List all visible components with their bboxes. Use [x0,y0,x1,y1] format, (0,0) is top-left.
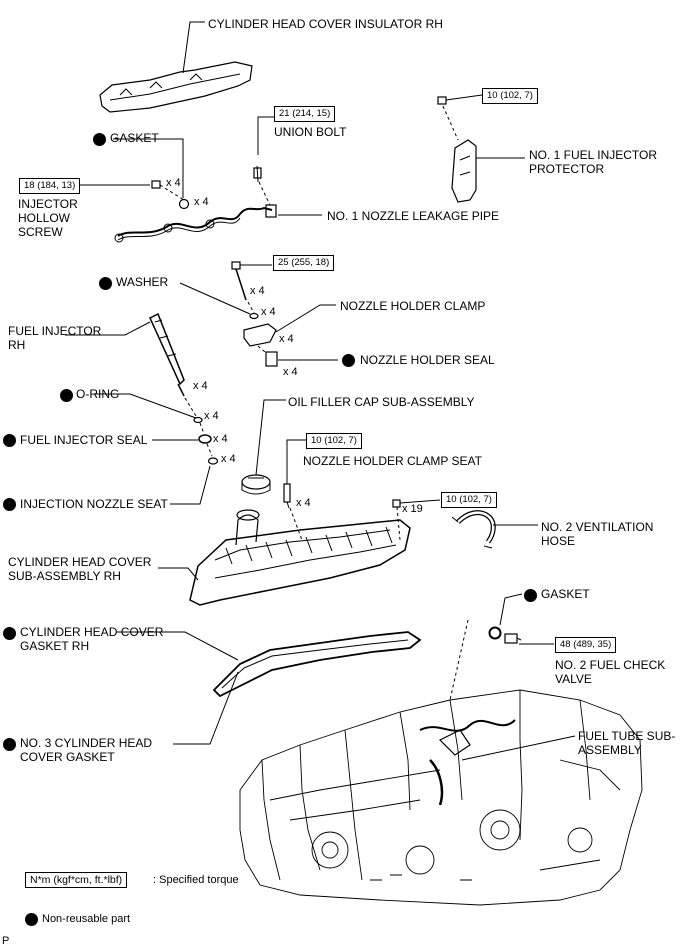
torque-hollow-screw: 18 (184, 13) [19,178,81,194]
nonreusable-dot-injection-nozzle-seat [3,498,16,511]
label-injector-hollow-screw-line3: SCREW [18,225,63,239]
legend-nonreusable-text: Non-reusable part [42,913,131,925]
label-no2-ventilation-hose-line1: NO. 2 VENTILATION [541,520,654,534]
gasket-top-part [178,198,190,210]
cylinder-head-cover-insulator-part [99,61,253,113]
engine-block-part [239,689,643,906]
count-holder-seal: x 4 [283,366,298,378]
torque-clamp-bolt: 25 (255, 18) [273,255,335,271]
count-hollow-screw: x 4 [166,177,181,189]
fuel-injector-seal-part [198,434,212,444]
torque-check-valve: 48 (489, 35) [555,637,617,653]
legend-torque-box: N*m (kgf*cm, ft.*lbf) [25,872,128,888]
nonreusable-dot-washer [99,277,112,290]
legend-torque-desc: : Specified torque [153,874,239,886]
cylinder-head-cover-gasket-part [212,631,422,698]
fuel-injector-protector-bolt-part [437,96,447,105]
label-injection-nozzle-seat: INJECTION NOZZLE SEAT [20,497,168,511]
washer-part [249,312,259,320]
o-ring-part [193,416,203,424]
nonreusable-dot-cylinder-head-cover-gasket [3,627,16,640]
label-no2-fuel-check-valve-line2: VALVE [555,672,592,686]
label-cylinder-head-cover-subassy-line1: CYLINDER HEAD COVER [8,555,152,569]
nonreusable-dot-fuel-injector-seal [3,434,16,447]
label-fuel-injector-rh-line1: FUEL INJECTOR [8,324,102,338]
cylinder-head-cover-part [189,509,411,606]
nonreusable-dot-nozzle-holder-seal [342,354,355,367]
label-o-ring: O-RING [76,387,120,401]
nozzle-holder-clamp-part [243,323,277,347]
nozzle-leakage-pipe-part [114,204,277,243]
label-injector-hollow-screw-line2: HOLLOW [18,211,71,225]
nonreusable-dot-no3-cylinder-head-cover-gasket [3,738,16,751]
injection-nozzle-seat-part [207,457,219,465]
torque-protector-bolt: 10 (102, 7) [482,88,538,104]
label-fuel-injector-rh-line2: RH [8,338,26,352]
label-fuel-tube-subassy-line1: FUEL TUBE SUB- [578,729,676,743]
label-no3-cylinder-head-cover-gasket-line2: COVER GASKET [20,750,115,764]
injector-hollow-screw-part [151,180,161,189]
ventilation-hose-part [451,510,496,549]
label-gasket-right: GASKET [541,587,590,601]
label-oil-filler-cap: OIL FILLER CAP SUB-ASSEMBLY [288,395,475,409]
label-no1-nozzle-leakage-pipe: NO. 1 NOZZLE LEAKAGE PIPE [327,209,500,223]
label-gasket-top: GASKET [110,131,159,145]
label-cylinder-head-cover-gasket-line1: CYLINDER HEAD COVER [20,625,164,639]
footer-code: P [2,935,10,947]
count-o-ring: x 4 [204,410,219,422]
label-no1-fuel-injector-protector-line2: PROTECTOR [529,162,605,176]
count-injector-seal: x 4 [213,433,228,445]
label-union-bolt: UNION BOLT [274,125,347,139]
nonreusable-dot-gasket-right [524,589,537,602]
count-hose-bolt: x 19 [402,503,423,515]
label-no3-cylinder-head-cover-gasket-line1: NO. 3 CYLINDER HEAD [20,736,153,750]
label-fuel-tube-subassy-line2: ASSEMBLY [578,743,642,757]
fuel-check-valve-part [504,633,522,644]
label-nozzle-holder-seal: NOZZLE HOLDER SEAL [360,353,495,367]
label-no1-fuel-injector-protector-line1: NO. 1 FUEL INJECTOR [529,148,658,162]
nonreusable-dot-gasket-top [93,133,106,146]
legend-nonreusable-dot [25,913,38,926]
torque-hose-bolt: 10 (102, 7) [441,492,497,508]
torque-clamp-seat: 10 (102, 7) [306,433,362,449]
fuel-injector-part [149,312,185,397]
label-cylinder-head-cover-insulator: CYLINDER HEAD COVER INSULATOR RH [208,17,443,31]
nozzle-holder-clamp-bolt-part [231,261,247,301]
label-nozzle-holder-clamp-seat: NOZZLE HOLDER CLAMP SEAT [303,454,482,468]
label-cylinder-head-cover-gasket-line2: GASKET RH [20,639,90,653]
nozzle-holder-clamp-seat-part [283,483,291,509]
count-clamp-seat: x 4 [296,497,311,509]
label-no2-fuel-check-valve-line1: NO. 2 FUEL CHECK [555,658,666,672]
oil-filler-cap-part [241,474,271,495]
union-bolt-part [253,165,262,183]
count-clamp-bolt: x 4 [250,285,265,297]
gasket-right-part [488,626,502,640]
count-washer: x 4 [261,306,276,318]
nozzle-holder-seal-part [265,351,278,367]
label-nozzle-holder-clamp: NOZZLE HOLDER CLAMP [340,299,486,313]
label-cylinder-head-cover-subassy-line2: SUB-ASSEMBLY RH [8,569,121,583]
count-gasket-top: x 4 [194,196,209,208]
hose-bolt-part [392,499,401,508]
label-no2-ventilation-hose-line2: HOSE [541,534,576,548]
count-nozzle-seat: x 4 [221,453,236,465]
count-clamp: x 4 [279,333,294,345]
torque-union-bolt: 21 (214, 15) [274,106,336,122]
count-injector: x 4 [193,380,208,392]
label-injector-hollow-screw-line1: INJECTOR [18,197,78,211]
label-washer: WASHER [116,275,169,289]
label-fuel-injector-seal: FUEL INJECTOR SEAL [20,433,148,447]
nonreusable-dot-o-ring [60,389,73,402]
fuel-injector-protector-part [451,139,477,203]
